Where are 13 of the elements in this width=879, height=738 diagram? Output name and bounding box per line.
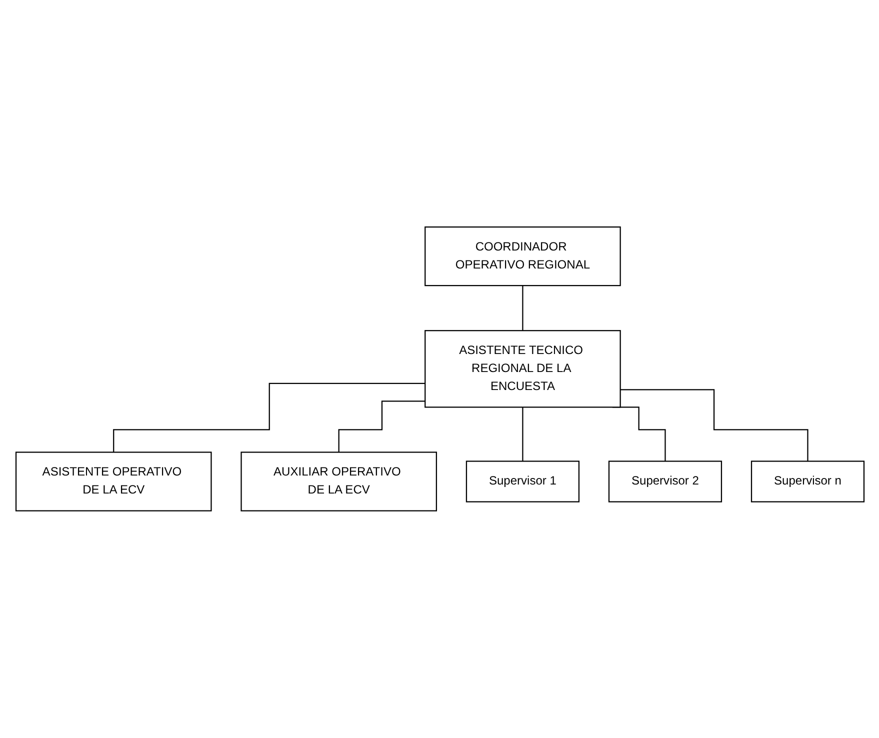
node-box (465, 460, 580, 502)
node-box (424, 330, 620, 408)
connector (620, 389, 808, 462)
connector (338, 400, 425, 453)
node-box (14, 452, 212, 512)
node-box (424, 226, 620, 286)
connector (522, 406, 523, 462)
node-box (608, 460, 722, 502)
connector (522, 285, 523, 332)
connector (112, 382, 425, 453)
node-box (750, 460, 864, 502)
node-box (240, 452, 436, 512)
org-chart: COORDINADOR OPERATIVO REGIONAL ASISTENTE TECNICO REGIONAL DE LA ENCUESTA ASISTENTE OPERATIVO DE LA ECV AUXILIAR OPERATIVO DE LA ECV Supervisor 1 Supervisor 2 Supervisor n (10, 221, 870, 517)
